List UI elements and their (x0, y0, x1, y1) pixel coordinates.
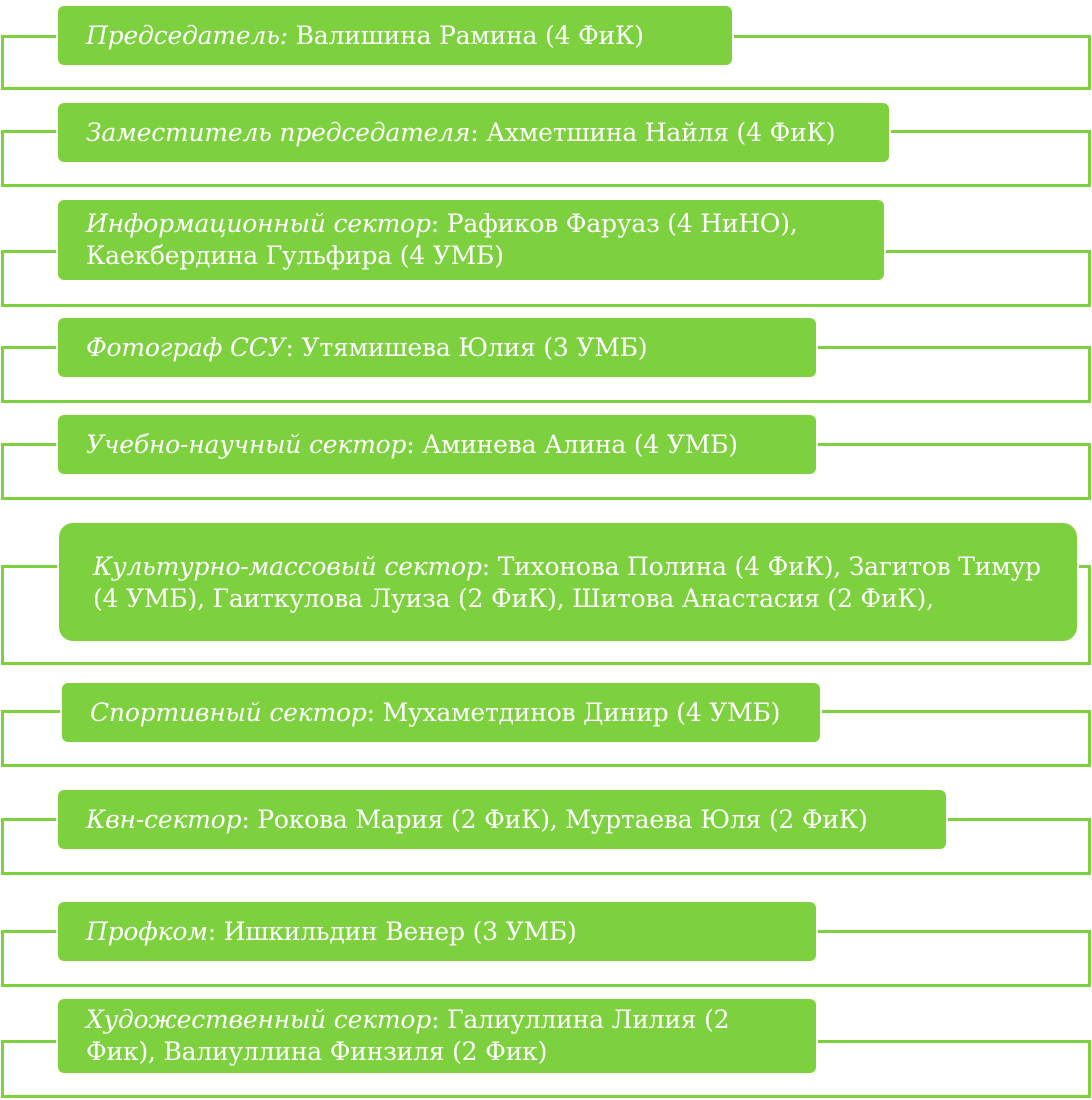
diagram-row-chairman: Председатель: Валишина Рамина (4 ФиК) (0, 0, 1092, 100)
diagram-row-kvn-sector: Квн-сектор: Рокова Мария (2 ФиК), Муртае… (1, 788, 1091, 875)
role-title: Председатель: (86, 21, 288, 50)
role-members: Валишина Рамина (4 ФиК) (295, 21, 644, 50)
role-card-kvn-sector: Квн-сектор: Рокова Мария (2 ФиК), Муртае… (56, 788, 948, 851)
role-title: Спортивный сектор (90, 698, 367, 727)
role-members: Мухаметдинов Динир (4 УМБ) (382, 698, 781, 727)
role-card-deputy: Заместитель председателя: Ахметшина Найл… (56, 101, 891, 164)
role-members: Утямишева Юлия (3 УМБ) (301, 333, 648, 362)
role-title: Учебно-научный сектор (86, 430, 407, 459)
role-card-cultural-sector: Культурно-массовый сектор: Тихонова Поли… (57, 521, 1079, 643)
role-title: Культурно-массовый сектор (93, 552, 482, 581)
role-members: Рокова Мария (2 ФиК), Муртаева Юля (2 Фи… (257, 805, 868, 834)
role-card-photographer: Фотограф ССУ: Утямишева Юлия (3 УМБ) (56, 316, 818, 379)
role-card-union: Профком: Ишкильдин Венер (3 УМБ) (56, 900, 818, 963)
role-members: Рафиков Фаруаз (4 НиНО), Каекбердина Гул… (86, 209, 798, 270)
role-members: Галиуллина Лилия (2 Фик), Валиуллина Фин… (86, 1005, 730, 1066)
diagram-row-info-sector: Информационный сектор: Рафиков Фаруаз (4… (0, 0, 1092, 320)
role-separator: : (430, 209, 447, 238)
diagram-row-deputy: Заместитель председателя: Ахметшина Найл… (0, 0, 1092, 200)
role-separator: : (406, 430, 423, 459)
role-card-chairman: Председатель: Валишина Рамина (4 ФиК) (56, 4, 734, 67)
role-members: Аминева Алина (4 УМБ) (422, 430, 738, 459)
role-title: Информационный сектор (86, 209, 431, 238)
role-card-academic-sector: Учебно-научный сектор: Аминева Алина (4 … (56, 413, 818, 476)
role-card-info-sector: Информационный сектор: Рафиков Фаруаз (4… (56, 198, 886, 282)
diagram-row-sports-sector: Спортивный сектор: Мухаметдинов Динир (4… (1, 681, 1091, 767)
role-members: Ахметшина Найля (4 ФиК) (486, 118, 836, 147)
diagram-row-union: Профком: Ишкильдин Венер (3 УМБ) (1, 900, 1091, 987)
role-members: Ишкильдин Венер (3 УМБ) (223, 917, 577, 946)
role-title: Художественный сектор (86, 1005, 432, 1034)
role-card-sports-sector: Спортивный сектор: Мухаметдинов Динир (4… (60, 681, 822, 744)
role-members: Тихонова Полина (4 ФиК), Загитов Тимур (… (93, 552, 1041, 613)
role-separator: : (481, 552, 498, 581)
role-title: Заместитель председателя (86, 118, 471, 147)
diagram-row-cultural-sector: Культурно-массовый сектор: Тихонова Поли… (1, 521, 1091, 665)
role-separator: : (366, 698, 383, 727)
role-separator: : (241, 805, 258, 834)
role-title: Квн-сектор (86, 805, 242, 834)
role-separator: : (285, 333, 302, 362)
diagram-row-academic-sector: Учебно-научный сектор: Аминева Алина (4 … (0, 0, 1092, 510)
role-separator: : (431, 1005, 448, 1034)
diagram-row-photographer: Фотограф ССУ: Утямишева Юлия (3 УМБ) (0, 0, 1092, 410)
role-card-art-sector: Художественный сектор: Галиуллина Лилия … (56, 997, 818, 1075)
role-title: Фотограф ССУ (86, 333, 286, 362)
role-separator: : (470, 118, 487, 147)
role-title: Профком (86, 917, 208, 946)
role-separator: : (207, 917, 224, 946)
